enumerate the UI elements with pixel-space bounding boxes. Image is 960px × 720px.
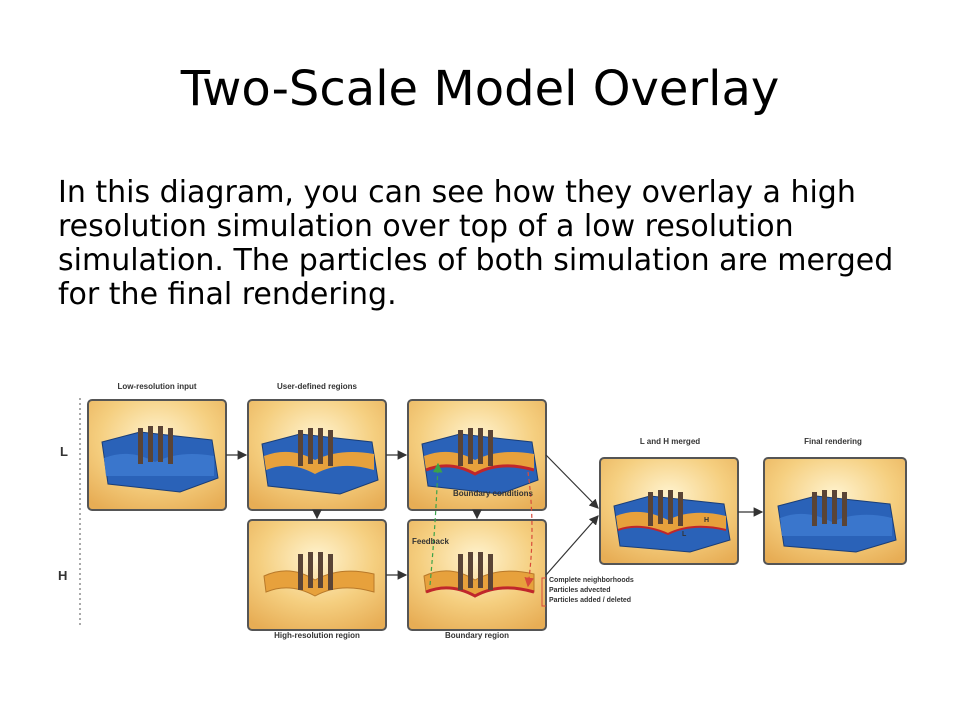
boundary-bracket xyxy=(541,577,546,607)
row-label-low: L xyxy=(60,444,68,459)
boundary-conditions-arrow xyxy=(524,471,534,588)
caption-high-res-region: High-resolution region xyxy=(274,631,360,640)
panel-boundary-region xyxy=(407,519,547,631)
slide-body-text: In this diagram, you can see how they ov… xyxy=(58,175,894,312)
slide-title: Two-Scale Model Overlay xyxy=(180,61,780,117)
panel-user-defined-regions xyxy=(247,399,387,511)
note-complete-neighborhoods: Complete neighborhoods xyxy=(549,577,634,584)
note-particles-added-deleted: Particles added / deleted xyxy=(549,597,631,604)
two-scale-diagram: L H Low-resolution input User-defined re… xyxy=(58,382,907,640)
flow-arrows xyxy=(226,450,764,580)
panel-high-res-region xyxy=(247,519,387,631)
feedback-label: Feedback xyxy=(412,537,449,546)
caption-final-rendering: Final rendering xyxy=(804,437,862,446)
caption-user-defined-regions: User-defined regions xyxy=(277,382,358,391)
note-particles-advected: Particles advected xyxy=(549,587,610,594)
panel-l-and-h-merged: H L xyxy=(599,457,739,565)
caption-low-res-input: Low-resolution input xyxy=(117,382,196,391)
panel-final-rendering xyxy=(763,457,907,565)
merged-label-l: L xyxy=(682,531,687,538)
feedback-arrow xyxy=(429,462,443,586)
caption-boundary-region: Boundary region xyxy=(445,631,509,640)
boundary-conditions-label: Boundary conditions xyxy=(453,489,534,498)
merged-label-h: H xyxy=(704,517,709,524)
row-label-high: H xyxy=(58,568,67,583)
panel-low-res-input xyxy=(87,399,227,511)
caption-l-and-h-merged: L and H merged xyxy=(640,437,700,446)
